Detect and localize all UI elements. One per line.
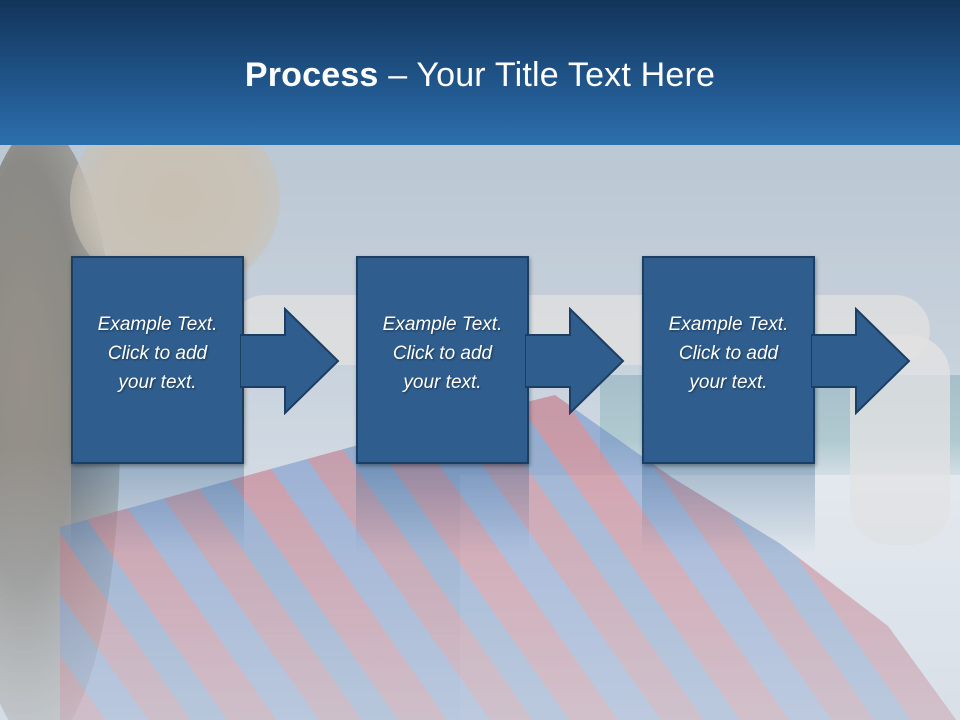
process-step-3[interactable]: Example Text. Click to add your text. — [642, 256, 815, 464]
step-1-line-1: Example Text. — [97, 314, 218, 335]
process-step-1[interactable]: Example Text. Click to add your text. — [71, 256, 244, 464]
step-3-line-2: Click to add — [678, 343, 779, 364]
step-2-line-1: Example Text. — [382, 314, 503, 335]
step-1-line-3: your text. — [118, 372, 197, 393]
step-2-text[interactable]: Example Text. Click to add your text. — [358, 310, 527, 397]
step-3-line-1: Example Text. — [668, 314, 789, 335]
photo-fade — [0, 445, 960, 720]
step-3-text[interactable]: Example Text. Click to add your text. — [644, 310, 813, 397]
step-1-text[interactable]: Example Text. Click to add your text. — [73, 310, 242, 397]
slide-title[interactable]: Process – Your Title Text Here — [0, 53, 960, 97]
title-bold: Process — [244, 56, 379, 94]
right-arrow-icon — [240, 307, 340, 415]
process-step-2[interactable]: Example Text. Click to add your text. — [356, 256, 529, 464]
title-bar: Process – Your Title Text Here — [0, 0, 960, 145]
step-1-line-2: Click to add — [107, 343, 208, 364]
step-2-line-3: your text. — [403, 372, 482, 393]
step-reflection — [356, 464, 529, 554]
step-reflection — [71, 464, 244, 554]
right-arrow-icon — [525, 307, 625, 415]
right-arrow-icon — [811, 307, 911, 415]
title-rest: – Your Title Text Here — [378, 56, 716, 94]
step-3-line-3: your text. — [689, 372, 768, 393]
step-reflection — [642, 464, 815, 554]
step-2-line-2: Click to add — [392, 343, 493, 364]
